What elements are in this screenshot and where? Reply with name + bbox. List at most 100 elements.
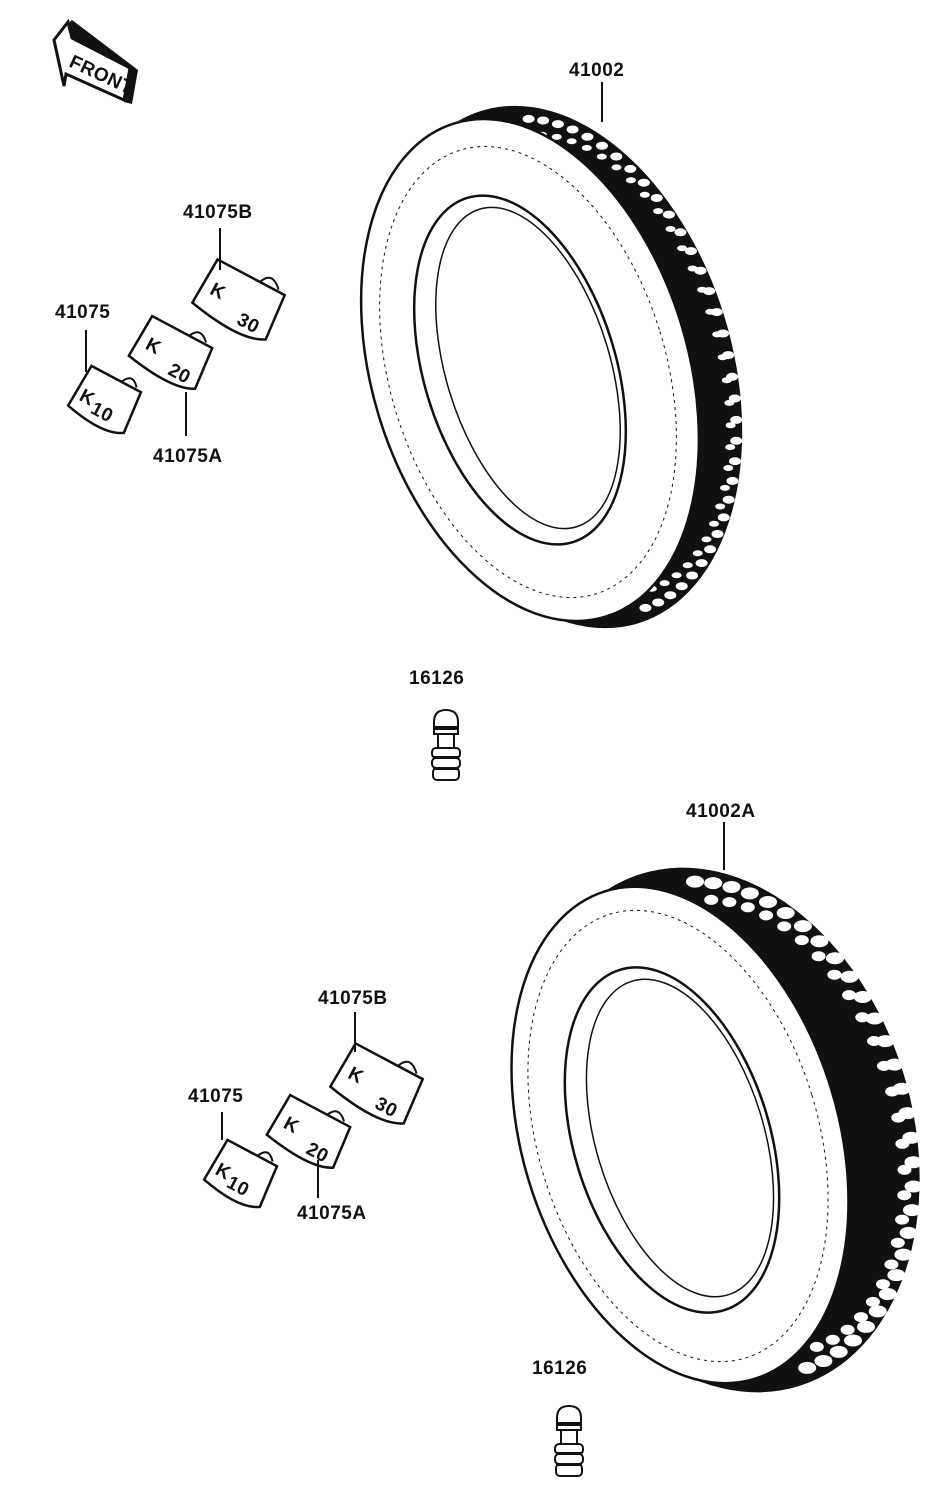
tread-block [715,503,726,510]
upper-weight-41075-label: 41075 [55,302,110,323]
tread-block [692,550,703,557]
tread-block [686,571,699,580]
upper-weight-41075: K 10 [66,364,143,435]
tread-block [777,921,792,932]
tread-block [717,354,728,361]
tread-block [596,153,607,160]
tread-block [682,562,693,569]
upper-weight-41075a-label: 41075A [153,446,223,467]
front-arrow-sign: FRONT [52,18,138,104]
tread-block [854,1312,868,1323]
tread-block [868,1305,887,1318]
tread-block [704,545,717,554]
tread-block [897,1190,912,1201]
tread-block [686,875,704,888]
tread-block [720,484,730,491]
lower-tire-illustration [510,867,923,1393]
tread-block [537,116,550,125]
tread-block [650,194,663,202]
lower-tire-tread-pattern [686,875,923,1374]
tread-block [684,247,697,256]
tread-block [844,1334,862,1347]
tread-block [904,1180,923,1193]
tread-block [840,970,859,983]
tread-block [722,897,737,908]
tread-block [697,286,708,293]
lower-tire-part-number: 41002A [686,801,756,822]
tread-block [825,1334,840,1345]
tread-block [730,436,743,445]
tread-block [701,536,712,543]
lower-weight-41075a-label: 41075A [297,1203,367,1224]
tread-block [675,582,688,591]
tread-block [729,457,741,466]
tread-block [551,120,564,129]
tread-block [887,1269,906,1282]
tread-block [730,415,743,424]
tread-block [894,1248,913,1261]
tread-block [855,1012,870,1023]
tread-block [610,152,623,161]
tread-block [853,991,872,1003]
lower-weight-41075: K 10 [202,1138,279,1209]
tread-block [551,133,562,140]
tread-block [674,228,687,237]
tread-block [653,208,664,215]
tread-block [876,1035,895,1048]
tread-block [677,245,688,252]
tread-block [840,1324,855,1335]
tread-block [671,572,682,579]
tread-block [705,308,716,315]
tread-block [794,935,809,946]
tread-block [611,164,622,171]
tread-block [725,444,736,451]
tread-block [566,138,577,145]
tread-block [776,907,795,919]
tread-block [639,191,650,198]
upper-tire-tread-pattern [522,114,743,612]
tread-block [566,125,579,134]
tread-block [711,530,724,538]
tread-block [704,877,723,890]
upper-tire-illustration [359,105,743,629]
upper-weight-41075b-label: 41075B [183,202,253,223]
tread-block [712,331,723,338]
tread-block [798,1361,817,1374]
upper-weight-41075b: K 30 [190,257,287,341]
tread-block [662,210,675,219]
tread-block [740,902,755,913]
tread-block [722,881,741,893]
tread-block [885,1086,900,1097]
upper-valve-part-number: 16126 [409,668,464,689]
tread-block [759,910,774,921]
lower-weight-41075b-label: 41075B [318,988,388,1009]
upper-valve-illustration [431,708,461,781]
tread-block [895,1138,910,1149]
tread-block [664,591,677,600]
tread-block [827,969,842,980]
tread-block [581,144,592,151]
front-arrow-outline [52,18,132,103]
tread-block [665,226,676,232]
tread-block [829,1345,848,1358]
tread-block [878,1288,897,1301]
tread-block [890,1237,905,1248]
tread-block [865,1012,884,1025]
tread-block [891,1112,906,1123]
upper-tire-part-number: 41002 [569,60,624,81]
tread-block [637,178,650,187]
tread-block [717,513,730,522]
tread-block [867,1036,882,1046]
tread-block [759,896,777,908]
tread-block [904,1156,923,1169]
tread-block [725,422,736,429]
tread-block [793,920,812,933]
tread-block [895,1214,910,1225]
tread-block [709,520,719,527]
tread-block [652,598,665,607]
tread-block [811,951,826,962]
tread-block [876,1279,890,1290]
tread-block [639,603,652,612]
lower-valve-part-number: 16126 [532,1358,587,1379]
